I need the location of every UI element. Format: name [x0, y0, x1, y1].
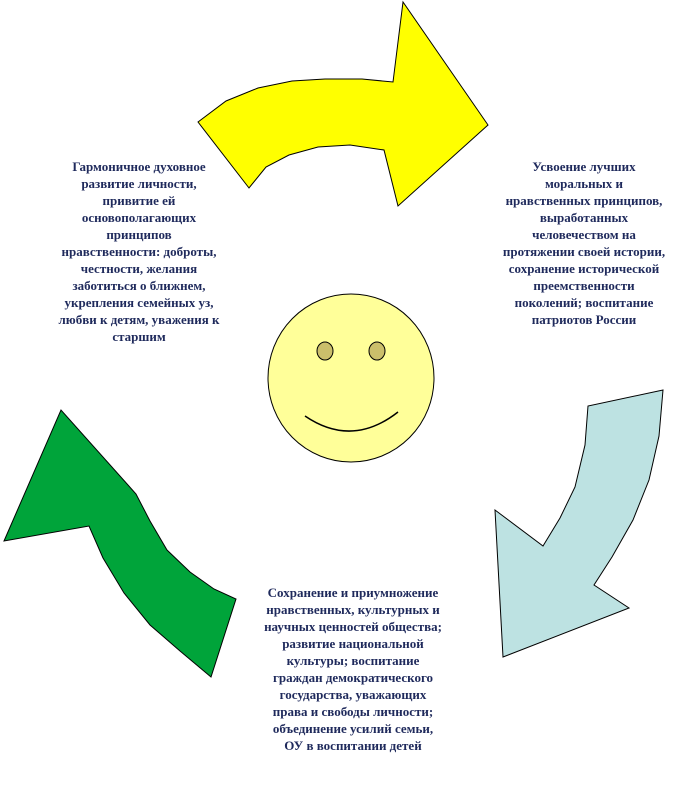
- caption-values-preservation: Сохранение и приумножение нравственных, …: [264, 585, 442, 753]
- smiley-face-circle: [267, 293, 435, 463]
- yellow-arrow-icon: [197, 0, 489, 207]
- green-arrow-icon: [3, 409, 237, 678]
- smiley-mouth: [304, 411, 399, 432]
- smiley-right-eye: [368, 341, 386, 361]
- smiley-face-icon: [267, 293, 435, 463]
- caption-moral-principles: Усвоение лучших моральных и нравственных…: [502, 159, 666, 327]
- light-blue-arrow-icon: [494, 389, 664, 658]
- caption-moral-development: Гармоничное духовное развитие личности, …: [58, 159, 220, 344]
- smiley-left-eye: [316, 341, 334, 361]
